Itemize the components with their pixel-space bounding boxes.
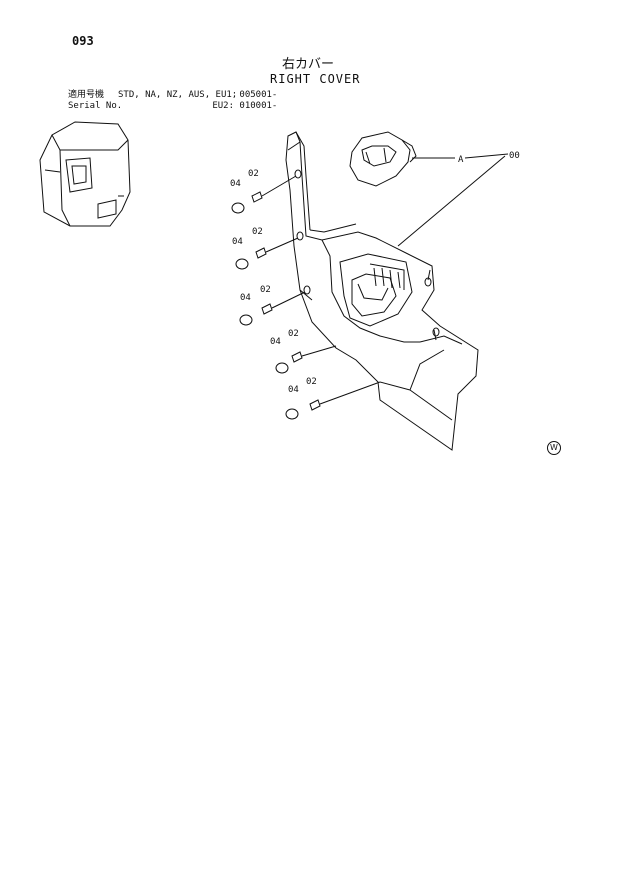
cap-group — [231, 202, 299, 420]
callout-00: 00 — [509, 151, 520, 161]
callout-04-1: 04 — [230, 179, 241, 189]
title-english: RIGHT COVER — [270, 72, 361, 86]
bolt-group — [251, 175, 381, 411]
cab-location-thumbnail — [39, 121, 131, 227]
title-japanese: 右カバー — [282, 57, 335, 72]
callout-04-5: 04 — [288, 385, 299, 395]
models-2: EU2: — [212, 101, 234, 111]
callout-04-2: 04 — [232, 237, 243, 247]
serial-2: 010001- — [239, 101, 278, 111]
callout-02-1: 02 — [248, 169, 259, 179]
callout-02-3: 02 — [260, 285, 271, 295]
callout-a: A — [458, 155, 464, 165]
callout-04-4: 04 — [270, 337, 281, 347]
duct-part-a — [349, 131, 417, 187]
applicability-row-1: 適用号機 STD, NA, NZ, AUS, EU1; 005001- — [68, 90, 277, 101]
callout-02-2: 02 — [252, 227, 263, 237]
callout-04-3: 04 — [240, 293, 251, 303]
right-cover-panel — [285, 131, 479, 451]
applicability-row-2: Serial No. EU2: 010001- — [68, 101, 277, 112]
page-number: 093 — [72, 34, 94, 48]
callout-02-4: 02 — [288, 329, 299, 339]
applicability-block: 適用号機 STD, NA, NZ, AUS, EU1; 005001- Seria… — [68, 90, 277, 112]
serial-1: 005001- — [239, 90, 278, 100]
applicability-label-en: Serial No. — [68, 101, 123, 111]
callout-02-5: 02 — [306, 377, 317, 387]
applicability-label-jp: 適用号機 — [68, 90, 105, 100]
circled-w-mark: W — [547, 441, 561, 455]
models-1: STD, NA, NZ, AUS, EU1; — [118, 90, 238, 100]
